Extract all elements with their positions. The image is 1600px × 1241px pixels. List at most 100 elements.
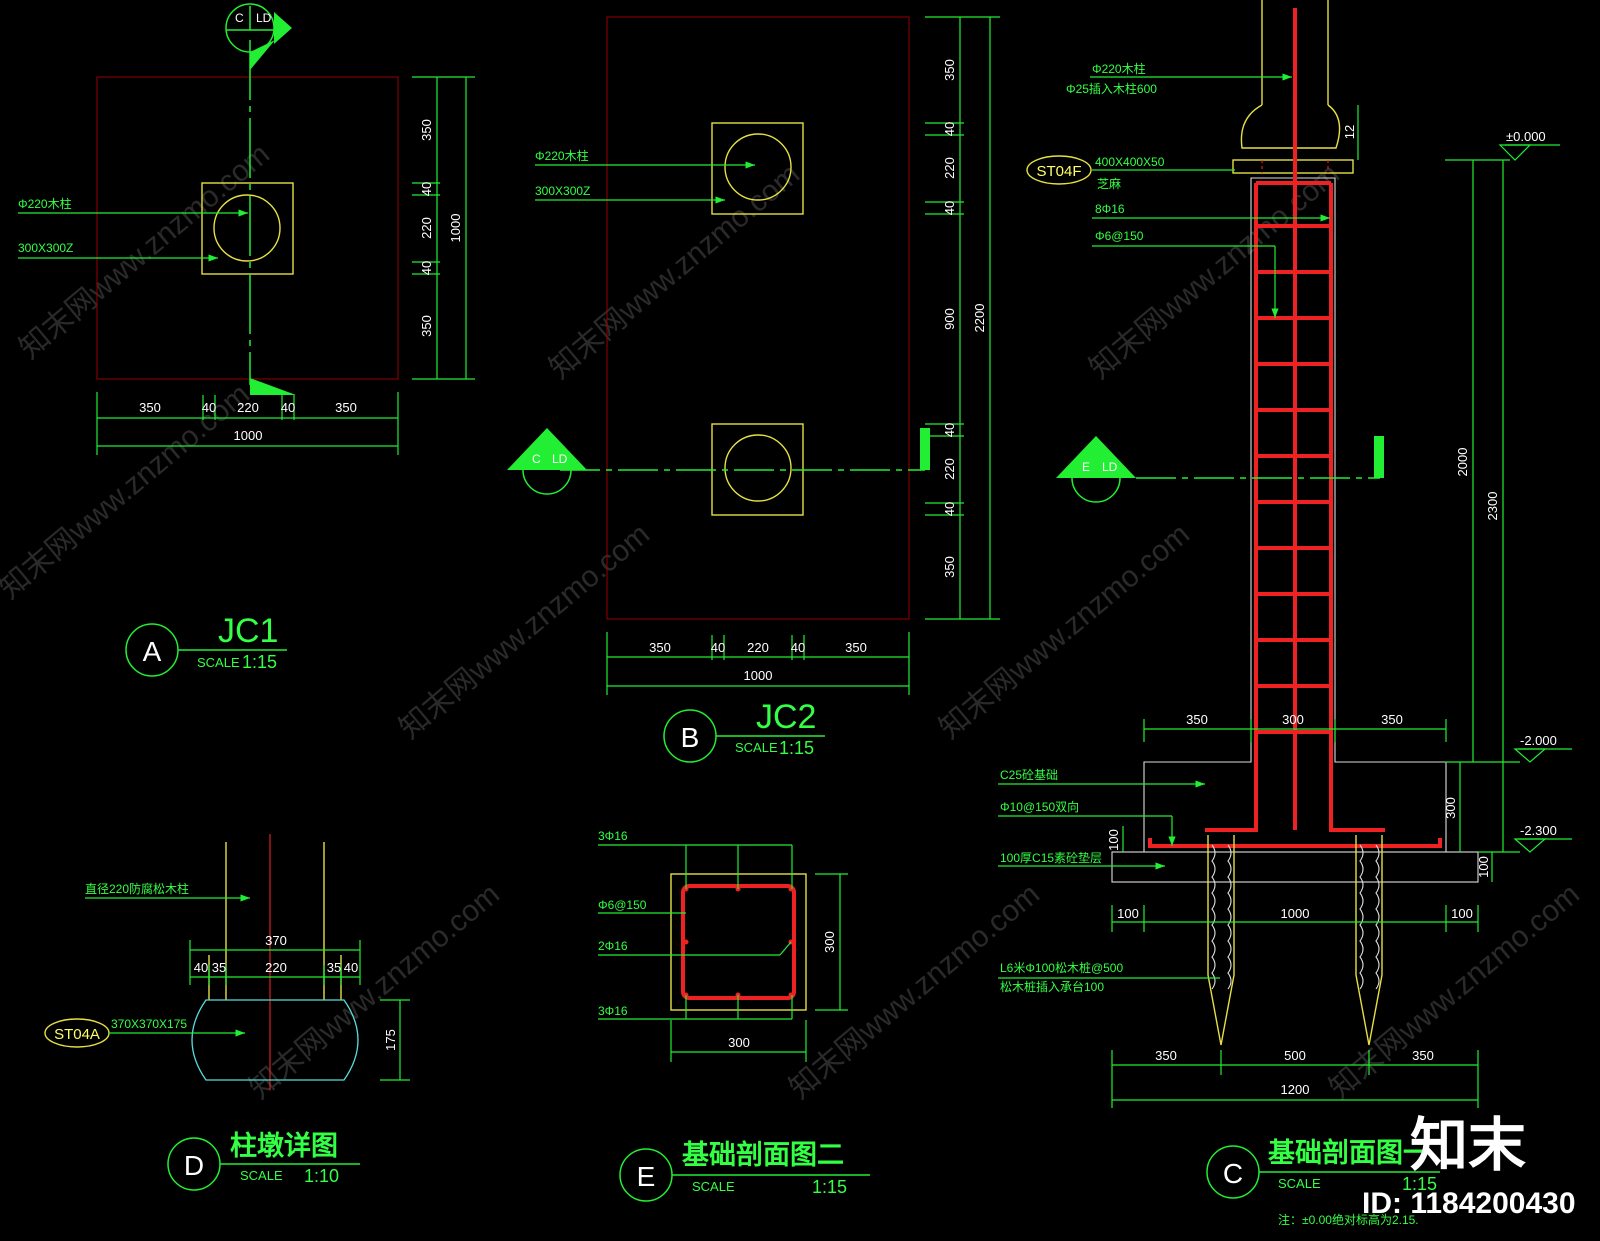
label-bottom-bar: 3Φ16 (598, 1004, 628, 1018)
dim-total: 1000 (448, 214, 463, 243)
dim: 40 (942, 122, 957, 136)
section-marker-c: C LD (225, 3, 292, 70)
label-block: 300X300Z (535, 184, 590, 198)
dim-total: 370 (265, 933, 287, 948)
plan-jc2: C LD Φ220木柱 300X300Z 350 40 220 40 350 1… (507, 16, 1000, 695)
marker-top-text: C (235, 11, 244, 25)
marker-bottom-text: LD (256, 11, 272, 25)
dim: 350 (1412, 1048, 1434, 1063)
dim: 300 (1282, 712, 1304, 727)
dim: 2000 (1455, 448, 1470, 477)
dim: 350 (845, 640, 867, 655)
label-stirrup: Φ6@150 (598, 898, 647, 912)
dim-total: 1000 (234, 428, 263, 443)
scale: 1:10 (304, 1166, 339, 1186)
detail-d: 直径220防腐松木柱 ST04A 370X370X175 370 40 35 2… (44, 834, 410, 1090)
dim: 220 (265, 960, 287, 975)
dim: 40 (942, 502, 957, 516)
marker-top-text: E (1082, 460, 1090, 474)
dim-total: 2200 (972, 304, 987, 333)
label-stirrup: Φ6@150 (1095, 229, 1144, 243)
label-dowel: Φ25插入木柱600 (1066, 81, 1157, 96)
dim: 40 (711, 640, 725, 655)
label-stone-type: 芝麻 (1097, 176, 1121, 191)
dim: 40 (942, 201, 957, 215)
title-a: A JC1 SCALE 1:15 (125, 612, 287, 677)
label-side-bar: 2Φ16 (598, 939, 628, 953)
label-column: 直径220防腐松木柱 (85, 881, 189, 896)
dim: 350 (942, 556, 957, 578)
view-letter: D (184, 1150, 204, 1181)
dim: 40 (419, 182, 434, 196)
scale-label: SCALE (1278, 1176, 1321, 1191)
dim-total: 1000 (744, 668, 773, 683)
label-column: Φ220木柱 (1092, 61, 1146, 76)
dim: 40 (419, 261, 434, 275)
dim: 100 (1106, 829, 1121, 851)
title-b: B JC2 SCALE 1:15 (663, 698, 825, 763)
dim: 300 (728, 1035, 750, 1050)
view-title: JC2 (756, 698, 816, 736)
view-letter: B (681, 722, 700, 753)
dim: 40 (281, 400, 295, 415)
dim: 300 (822, 931, 837, 953)
label-main-bar: 8Φ16 (1095, 202, 1125, 216)
scale-label: SCALE (197, 655, 240, 670)
dim-total: 1200 (1281, 1082, 1310, 1097)
dim: 35 (212, 960, 226, 975)
view-title: JC1 (218, 612, 278, 650)
piles (1207, 835, 1383, 1046)
image-id: ID: 1184200430 (1362, 1187, 1576, 1220)
label-column: Φ220木柱 (18, 196, 72, 211)
dim: 100 (1117, 906, 1139, 921)
label-concrete: C25砼基础 (1000, 768, 1058, 782)
label-mesh: Φ10@150双向 (1000, 799, 1079, 814)
note: 注：±0.00绝对标高为2.15. (1278, 1212, 1419, 1227)
dim: 350 (1186, 712, 1208, 727)
scale: 1:15 (1402, 1174, 1437, 1194)
section-e: 3Φ16 Φ6@150 2Φ16 3Φ16 300 300 (598, 829, 848, 1062)
dim: 220 (942, 458, 957, 480)
dim: 40 (202, 400, 216, 415)
marker-bottom-text: LD (552, 452, 568, 466)
section-c: E LD Φ220木柱 Φ25插入木柱600 ST04F 400X400X50 … (998, 0, 1572, 1108)
watermark: 知末网www.znzmo.com (933, 518, 1196, 746)
view-title: 基础剖面图二 (682, 1139, 844, 1170)
dim: 350 (139, 400, 161, 415)
watermark: 知末网www.znzmo.com (0, 378, 256, 606)
dim: 35 (327, 960, 341, 975)
dim: 350 (1381, 712, 1403, 727)
label-pile: L6米Φ100松木桩@500 (1000, 960, 1123, 975)
scale-label: SCALE (240, 1168, 283, 1183)
dim: 12 (1342, 125, 1357, 139)
dim: 40 (344, 960, 358, 975)
label-stone: 400X400X50 (1095, 155, 1165, 169)
dim: 350 (649, 640, 671, 655)
section-marker-c: C LD (507, 428, 587, 495)
dim: 220 (419, 217, 434, 239)
level: -2.300 (1520, 823, 1557, 838)
tag-st04a: ST04A (54, 1026, 100, 1043)
dim: 100 (1451, 906, 1473, 921)
dim: 220 (747, 640, 769, 655)
view-letter: C (1223, 1158, 1243, 1189)
dim: 350 (419, 119, 434, 141)
dim: 220 (237, 400, 259, 415)
plan-jc1: C LD Φ220木柱 300X300Z 350 40 220 40 350 1… (18, 3, 475, 455)
watermark: 知末网www.znzmo.com (243, 878, 506, 1106)
scale: 1:15 (812, 1177, 847, 1197)
dim: 220 (942, 157, 957, 179)
view-title: 基础剖面图一 (1268, 1137, 1430, 1168)
label-size: 370X370X175 (111, 1017, 187, 1031)
dim: 1000 (1281, 906, 1310, 921)
scale: 1:15 (779, 738, 814, 758)
dim: 350 (942, 59, 957, 81)
dim: 100 (1476, 856, 1491, 878)
level: -2.000 (1520, 733, 1557, 748)
dim: 175 (383, 1029, 398, 1051)
level-markers: ±0.000 -2.000 -2.300 (1498, 129, 1572, 853)
title-c: C 基础剖面图一 SCALE 1:15 注：±0.00绝对标高为2.15. (1206, 1137, 1440, 1227)
dim: 900 (942, 308, 957, 330)
dim: 40 (942, 423, 957, 437)
